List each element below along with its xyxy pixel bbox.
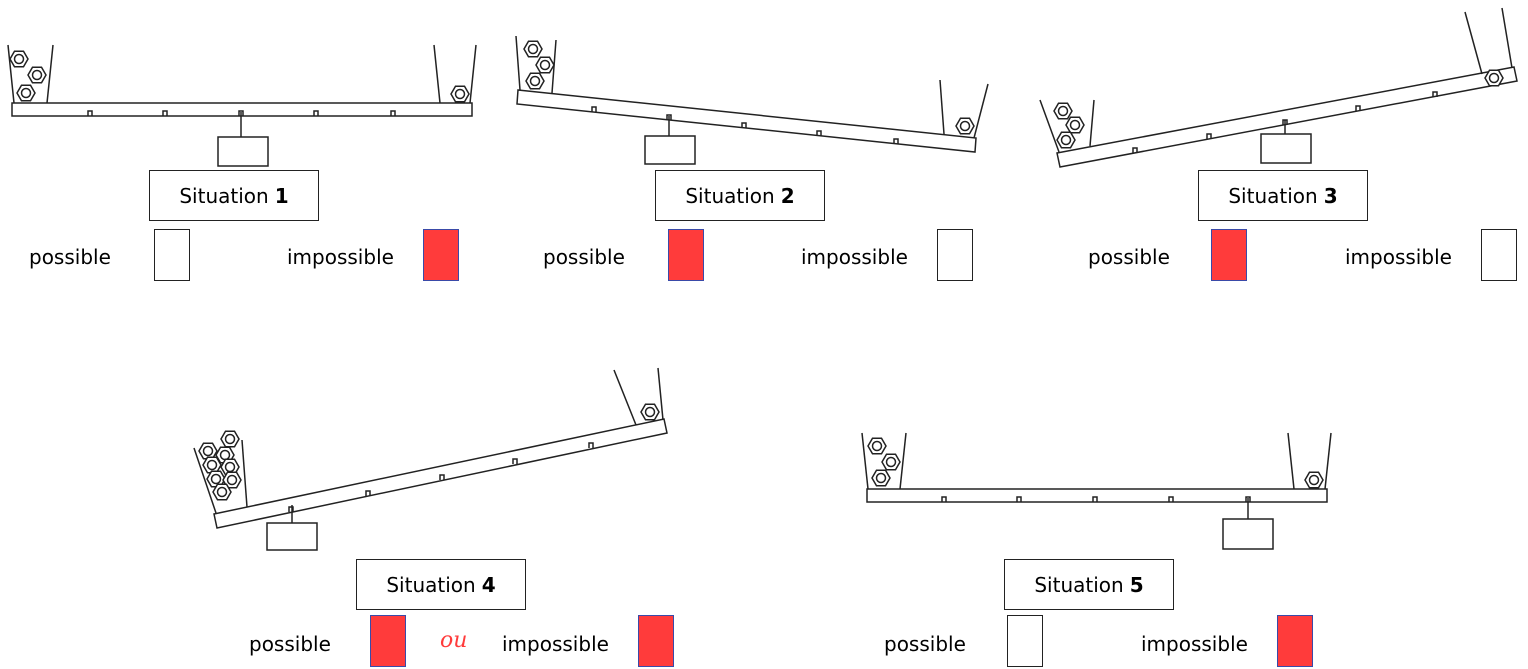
beam-notches — [288, 442, 594, 512]
situation-4-possible-checkbox[interactable] — [370, 615, 406, 667]
impossible-label: impossible — [1345, 245, 1452, 269]
right-tray-side — [1501, 7, 1513, 69]
situation-1-impossible-checkbox[interactable] — [423, 229, 459, 281]
pivot-block — [1260, 133, 1312, 164]
right-tray-side — [1324, 432, 1332, 490]
beam — [11, 102, 473, 117]
situation-number: 3 — [1323, 183, 1338, 208]
right-tray-side — [433, 44, 441, 104]
or-connector: ou — [440, 628, 468, 653]
nuts-5 — [867, 437, 1324, 489]
pivot-block — [266, 522, 318, 551]
right-tray-side — [1287, 432, 1295, 490]
left-tray-side — [515, 35, 521, 91]
left-tray-side — [241, 439, 248, 508]
situation-1-possible-checkbox[interactable] — [154, 229, 190, 281]
right-tray-side — [939, 79, 945, 135]
right-tray-side — [469, 44, 477, 104]
nuts-4 — [198, 403, 660, 501]
situation-word: Situation — [1228, 183, 1318, 208]
impossible-label: impossible — [1141, 632, 1248, 656]
situation-word: Situation — [685, 183, 775, 208]
situation-number: 2 — [780, 183, 795, 208]
situation-5-impossible-checkbox[interactable] — [1277, 615, 1313, 667]
balance-2 — [515, 35, 989, 165]
situation-2-possible-checkbox[interactable] — [668, 229, 704, 281]
beam — [213, 418, 668, 529]
impossible-label: impossible — [287, 245, 394, 269]
situation-number: 1 — [274, 183, 289, 208]
possible-label: possible — [884, 632, 966, 656]
nuts-1 — [9, 50, 470, 103]
balance-4 — [193, 367, 668, 551]
situation-2-impossible-checkbox[interactable] — [937, 229, 973, 281]
beam-notches — [87, 110, 396, 116]
balance-1 — [7, 44, 477, 167]
pivot-block — [644, 135, 696, 165]
beam-notches — [941, 496, 1251, 502]
right-tray-side — [613, 369, 637, 426]
possible-label: possible — [29, 245, 111, 269]
situation-3-impossible-checkbox[interactable] — [1481, 229, 1517, 281]
left-tray-side — [7, 44, 15, 104]
left-tray-side — [193, 447, 217, 514]
impossible-label: impossible — [801, 245, 908, 269]
beam — [1056, 66, 1518, 168]
situation-5-possible-checkbox[interactable] — [1007, 615, 1043, 667]
possible-label: possible — [249, 632, 331, 656]
impossible-label: impossible — [502, 632, 609, 656]
possible-label: possible — [1088, 245, 1170, 269]
left-tray-side — [861, 432, 869, 490]
balance-3 — [1039, 7, 1518, 168]
situation-3-possible-checkbox[interactable] — [1211, 229, 1247, 281]
possible-label: possible — [543, 245, 625, 269]
right-tray-side — [657, 367, 664, 421]
left-tray-side — [899, 432, 907, 490]
situation-word: Situation — [1034, 572, 1124, 597]
left-tray-side — [1039, 99, 1060, 153]
situation-number: 4 — [481, 572, 496, 597]
beam-notches — [591, 106, 899, 144]
left-tray-side — [1089, 99, 1095, 147]
balance-5 — [861, 432, 1332, 550]
situation-word: Situation — [179, 183, 269, 208]
right-tray-side — [973, 83, 989, 139]
pivot-block — [1222, 518, 1274, 550]
beam — [516, 89, 977, 153]
pivot-block — [217, 136, 269, 167]
left-tray-side — [46, 44, 54, 104]
situation-4-impossible-checkbox[interactable] — [638, 615, 674, 667]
situation-word: Situation — [386, 572, 476, 597]
right-tray-side — [1464, 11, 1483, 75]
situation-number: 5 — [1129, 572, 1144, 597]
